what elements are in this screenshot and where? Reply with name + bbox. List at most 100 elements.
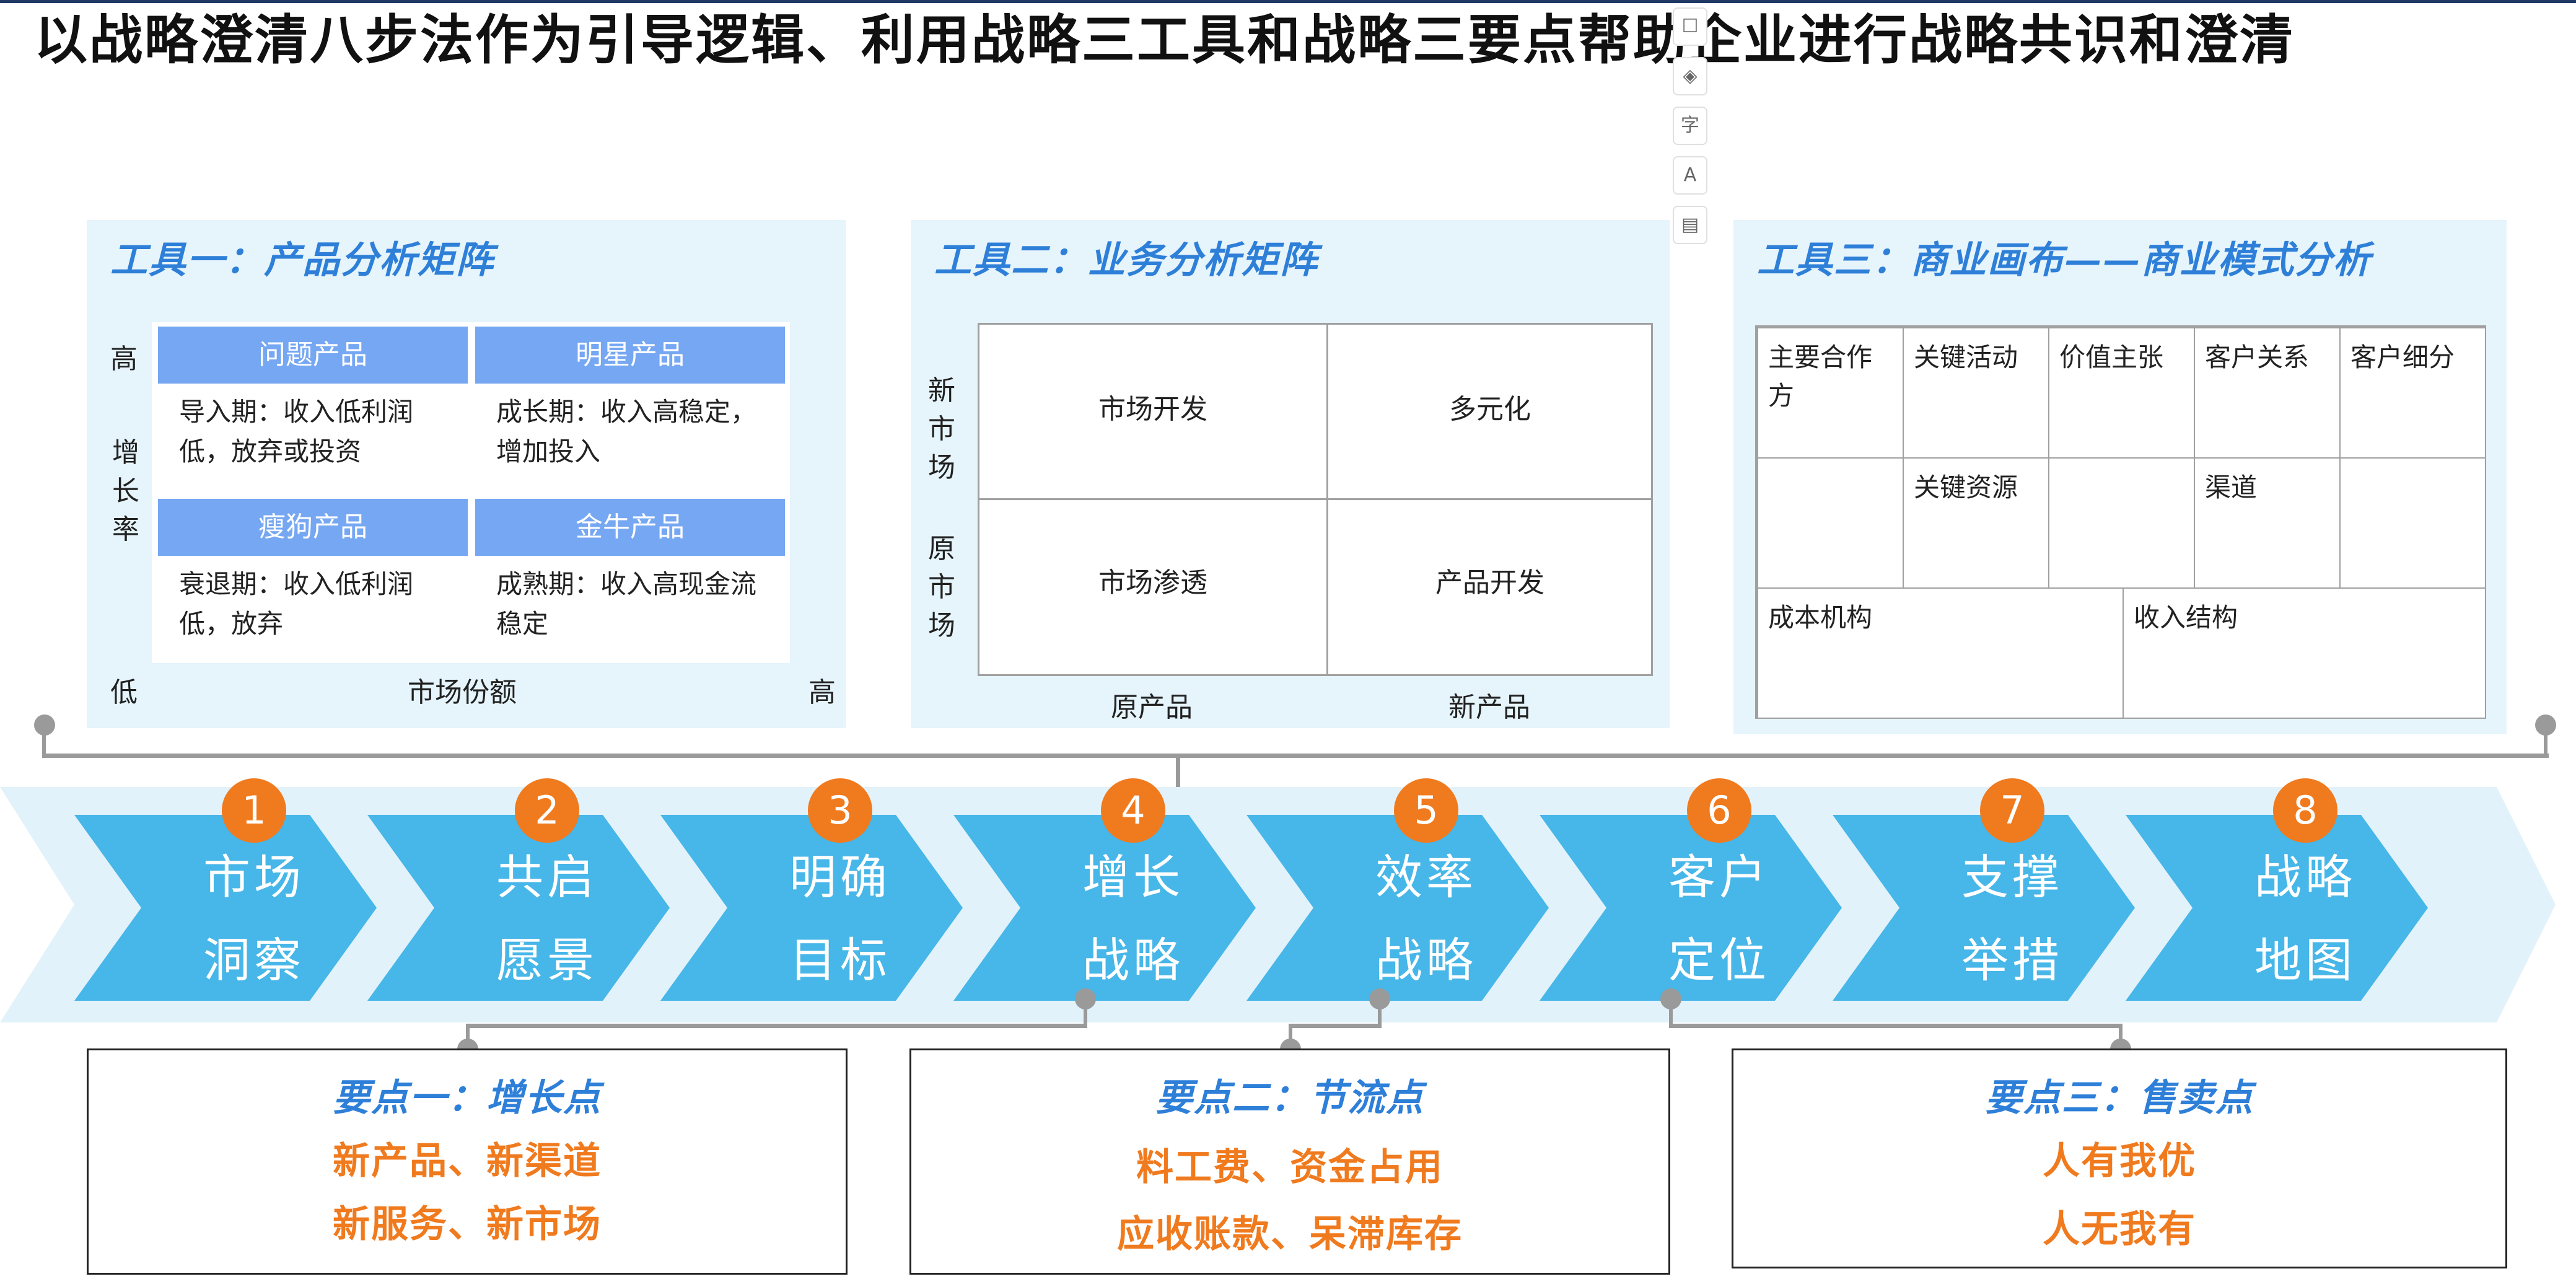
step-badge-6: 6 xyxy=(1687,778,1751,843)
step-label-line2-8: 地图 xyxy=(2254,933,2356,988)
tool1-y-low: 低 xyxy=(110,677,138,708)
business-matrix: 市场开发 多元化 市场渗透 产品开发 xyxy=(978,323,1653,676)
point1-box: 要点一：增长点 新产品、新渠道 新服务、新市场 xyxy=(87,1048,848,1275)
edit-icon[interactable]: ▤ xyxy=(1673,206,1707,244)
canvas-empty-1 xyxy=(1757,457,1904,589)
matrix-desc-cow: 成熟期：收入高现金流稳定 xyxy=(475,556,785,659)
bracket-leg-left xyxy=(42,725,46,757)
point2-box: 要点二：节流点 料工费、资金占用 应收账款、呆滞库存 xyxy=(909,1048,1670,1275)
matrix-divider-h xyxy=(979,498,1651,500)
tool1-x-high: 高 xyxy=(808,677,836,708)
tool2-x-right: 新产品 xyxy=(1448,692,1530,723)
matrix-head-cow: 金牛产品 xyxy=(475,499,785,556)
matrix-desc-dog: 衰退期：收入低利润低，放弃 xyxy=(158,556,468,659)
matrix-head-dog: 瘦狗产品 xyxy=(158,499,468,556)
layers-icon[interactable]: ◈ xyxy=(1673,57,1707,95)
step-label-line1-3: 明确 xyxy=(789,850,891,905)
cell-market-development: 市场开发 xyxy=(1098,393,1207,425)
step-label-line1-1: 市场 xyxy=(203,850,305,905)
step-label-line2-4: 战略 xyxy=(1082,933,1184,988)
square-icon[interactable]: ☐ xyxy=(1673,7,1707,46)
step-chevron-6 xyxy=(1540,815,1842,1001)
bracket-leg-right xyxy=(2544,725,2548,757)
business-canvas: 主要合作方 关键活动 价值主张 客户关系 客户细分 关键资源 渠道 成本机构 收… xyxy=(1755,325,2486,719)
step-badge-4: 4 xyxy=(1101,778,1165,843)
tool1-y-label: 增长率 xyxy=(112,437,139,545)
canvas-segments: 客户细分 xyxy=(2339,327,2486,459)
step-badge-7: 7 xyxy=(1980,778,2044,843)
tool3-title: 工具三：商业画布——商业模式分析 xyxy=(1757,239,2372,282)
step-chevron-8 xyxy=(2126,815,2428,1001)
text-icon[interactable]: 字 xyxy=(1673,107,1707,145)
step-chevron-3 xyxy=(660,815,963,1001)
step-label-line2-5: 战略 xyxy=(1375,933,1477,988)
step-label-line2-3: 目标 xyxy=(789,933,891,988)
tool1-title: 工具一：产品分析矩阵 xyxy=(110,239,494,282)
step-chevron-4 xyxy=(953,815,1256,1001)
step-label-line2-1: 洞察 xyxy=(203,933,305,988)
step-label-line2-2: 愿景 xyxy=(496,933,598,988)
step-badge-2: 2 xyxy=(515,778,579,843)
tool3-panel: 工具三：商业画布——商业模式分析 主要合作方 关键活动 价值主张 客户关系 客户… xyxy=(1733,220,2507,734)
step-chevron-1 xyxy=(74,815,377,1001)
step-chevron-2 xyxy=(367,815,670,1001)
bracket-stem xyxy=(1176,754,1180,797)
matrix-desc-question: 导入期：收入低利润低，放弃或投资 xyxy=(158,384,468,493)
canvas-cost: 成本机构 xyxy=(1757,587,2124,719)
step-chevron-7 xyxy=(1833,815,2135,1001)
connector-b-2 xyxy=(1289,1024,1382,1028)
connector-a-2 xyxy=(466,1024,1087,1028)
matrix-head-question: 问题产品 xyxy=(158,327,468,384)
point1-title: 要点一：增长点 xyxy=(333,1076,602,1120)
point3-box: 要点三：售卖点 人有我优 人无我有 xyxy=(1732,1048,2507,1268)
tool2-x-left: 原产品 xyxy=(1111,692,1193,723)
step-label-line1-2: 共启 xyxy=(496,850,598,905)
canvas-revenue: 收入结构 xyxy=(2123,587,2486,719)
canvas-resources: 关键资源 xyxy=(1903,457,2049,589)
canvas-relationships: 客户关系 xyxy=(2194,327,2341,459)
step-label-line2-6: 定位 xyxy=(1668,933,1770,988)
step-label-line1-8: 战略 xyxy=(2254,850,2356,905)
tool1-panel: 工具一：产品分析矩阵 高 增长率 低 市场份额 高 问题产品 明星产品 导入期：… xyxy=(87,220,846,728)
connector-c-1 xyxy=(1669,999,1673,1027)
tool1-y-high: 高 xyxy=(110,343,138,375)
matrix-desc-star: 成长期：收入高稳定，增加投入 xyxy=(475,384,785,493)
cell-market-penetration: 市场渗透 xyxy=(1098,567,1207,599)
canvas-empty-2 xyxy=(2048,457,2195,589)
connector-b-3 xyxy=(1289,1024,1292,1050)
step-label-line1-7: 支撑 xyxy=(1961,850,2063,905)
point2-line1: 料工费、资金占用 xyxy=(1136,1146,1444,1189)
steps-band xyxy=(0,787,2556,1022)
point2-title: 要点二：节流点 xyxy=(1155,1076,1424,1120)
bracket-end-right xyxy=(2535,714,2556,736)
step-badge-8: 8 xyxy=(2273,778,2337,843)
connector-c-2 xyxy=(1669,1024,2123,1028)
canvas-partners: 主要合作方 xyxy=(1757,327,1904,459)
cell-product-development: 产品开发 xyxy=(1435,567,1544,599)
point3-line1: 人有我优 xyxy=(2043,1140,2196,1183)
step-label-line2-7: 举措 xyxy=(1961,933,2063,988)
connector-a-1 xyxy=(1084,999,1087,1027)
tool2-y-bottom: 原市场 xyxy=(928,533,955,641)
connector-c-3 xyxy=(2119,1024,2123,1050)
canvas-channels: 渠道 xyxy=(2194,457,2341,589)
step-chevron-5 xyxy=(1246,815,1549,1001)
tool2-panel: 工具二：业务分析矩阵 新市场 原市场 市场开发 多元化 市场渗透 产品开发 原产… xyxy=(911,220,1670,728)
text-box-icon[interactable]: A xyxy=(1673,156,1707,195)
tool2-y-top: 新市场 xyxy=(928,375,955,483)
connector-a-3 xyxy=(466,1024,470,1050)
step-label-line1-6: 客户 xyxy=(1668,850,1770,905)
cell-diversification: 多元化 xyxy=(1449,393,1531,425)
step-chevrons xyxy=(74,815,2428,1001)
point2-line2: 应收账款、呆滞库存 xyxy=(1117,1213,1463,1256)
tool1-x-label: 市场份额 xyxy=(408,677,517,708)
canvas-value: 价值主张 xyxy=(2048,327,2195,459)
step-badge-5: 5 xyxy=(1394,778,1458,843)
step-label-line1-5: 效率 xyxy=(1375,850,1477,905)
canvas-activities: 关键活动 xyxy=(1903,327,2049,459)
matrix-head-star: 明星产品 xyxy=(475,327,785,384)
point1-line1: 新产品、新渠道 xyxy=(333,1140,602,1183)
top-rule xyxy=(0,0,2576,3)
page-title: 以战略澄清八步法作为引导逻辑、利用战略三工具和战略三要点帮助企业进行战略共识和澄… xyxy=(34,9,2295,71)
step-label-line1-4: 增长 xyxy=(1082,850,1184,905)
